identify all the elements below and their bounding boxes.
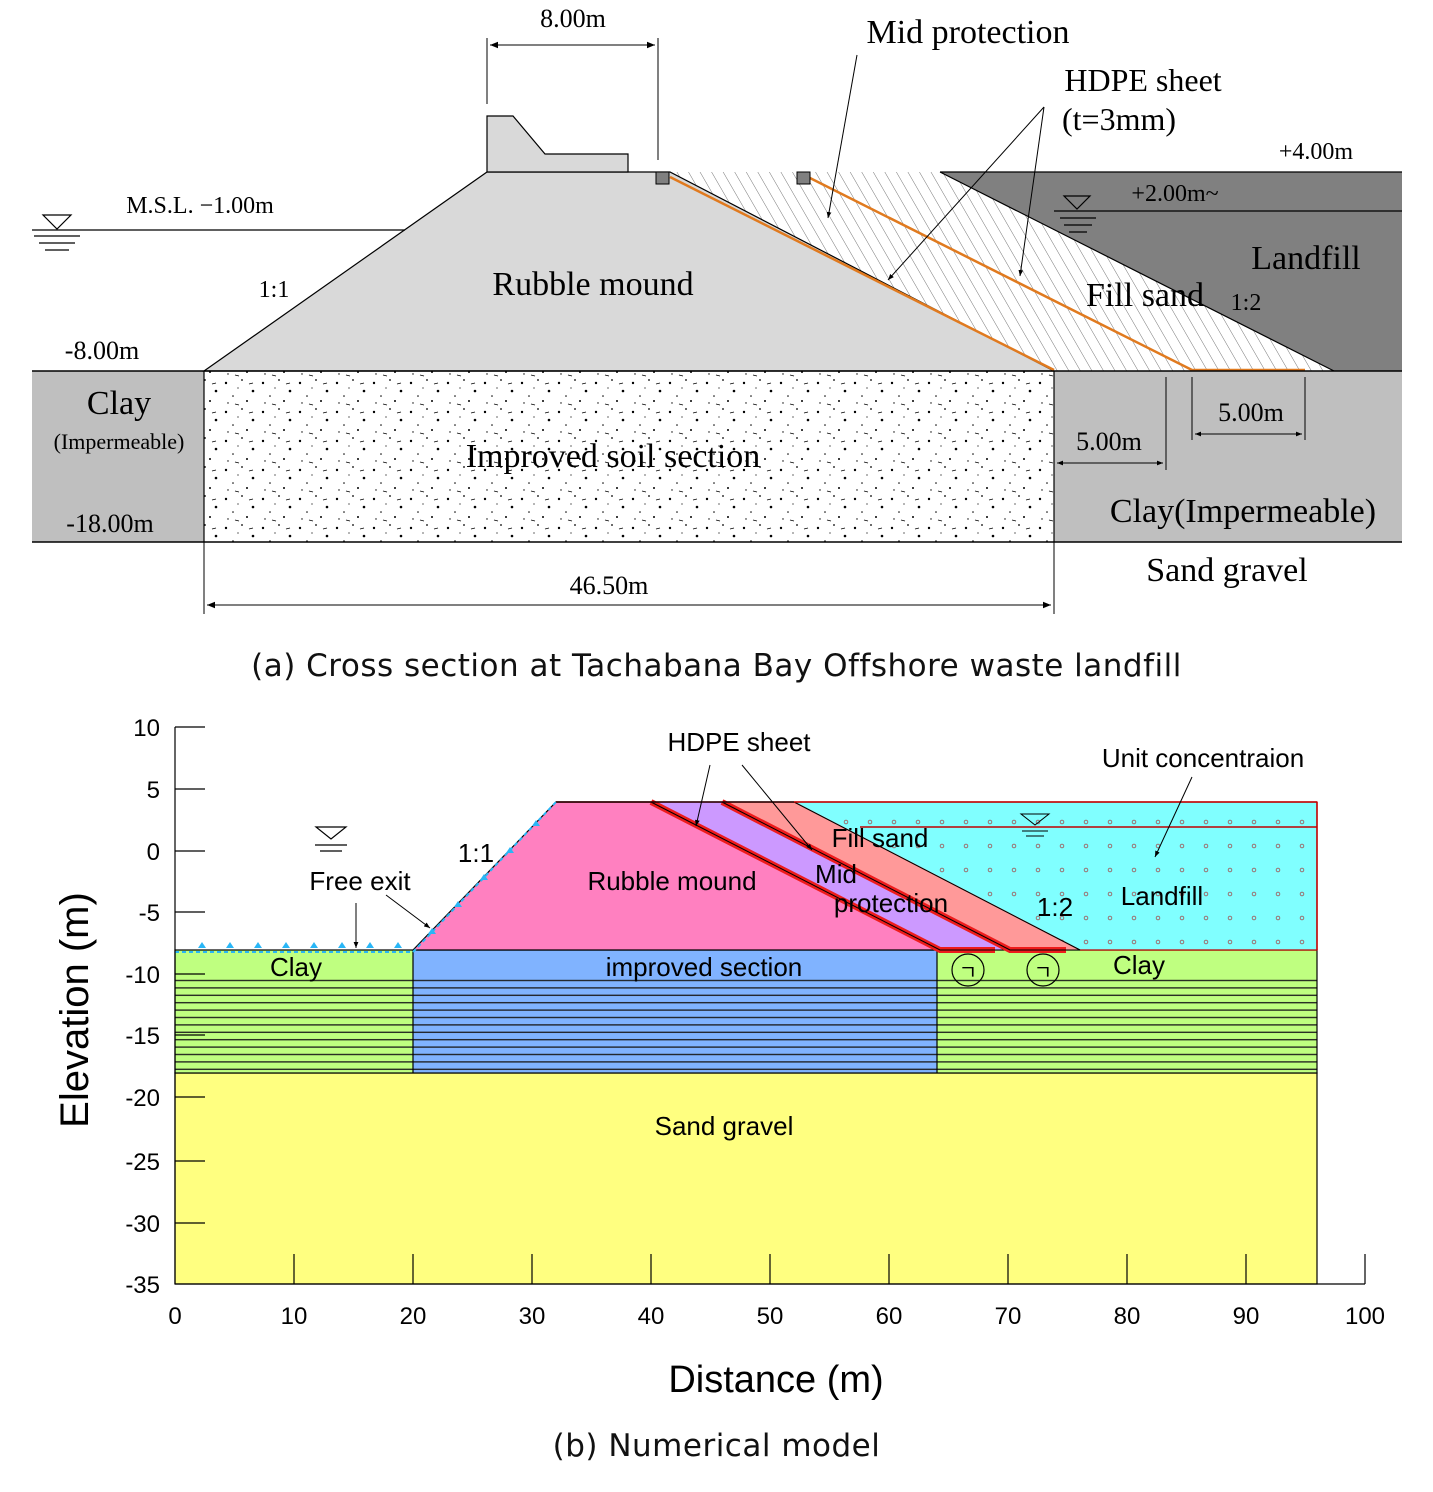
water-level-icon bbox=[1060, 195, 1096, 233]
dim-5b-label: 5.00m bbox=[1218, 398, 1284, 427]
panel-b-numerical-model: ㄱ ㄱ bbox=[53, 715, 1385, 1401]
crest-block-1 bbox=[655, 171, 670, 185]
y-tick-label: 0 bbox=[147, 839, 160, 866]
y-tick-label: 5 bbox=[147, 777, 160, 804]
sand-gravel-label: Sand gravel bbox=[1146, 552, 1307, 589]
landfill-label: Landfill bbox=[1251, 240, 1361, 277]
clay-right-label: Clay bbox=[1113, 950, 1165, 980]
water-level-icon bbox=[1019, 813, 1051, 837]
landfill-region bbox=[940, 172, 1402, 371]
y-tick-labels: 10 5 0 -5 -10 -15 -20 -25 -30 -35 bbox=[125, 715, 160, 1299]
x-tick-labels: 0 10 20 30 40 50 60 70 80 90 100 bbox=[168, 1303, 1385, 1330]
x-tick-label: 40 bbox=[638, 1303, 665, 1330]
marker-2-label: ㄱ bbox=[1034, 962, 1052, 984]
water-level-icon bbox=[314, 826, 348, 852]
x-tick-label: 100 bbox=[1345, 1303, 1385, 1330]
dim-width-label: 46.50m bbox=[570, 571, 649, 600]
y-tick-label: -5 bbox=[139, 900, 160, 927]
x-axis-title: Distance (m) bbox=[668, 1359, 883, 1401]
mid-protection-label: Mid protection bbox=[866, 14, 1069, 51]
y-tick-label: -30 bbox=[125, 1211, 160, 1238]
marker-circle-2 bbox=[1026, 953, 1060, 987]
marker-1-label: ㄱ bbox=[959, 962, 977, 984]
slope-left-label: 1:1 bbox=[458, 838, 494, 868]
unit-concentration-label: Unit concentraion bbox=[1102, 743, 1304, 773]
x-tick-label: 10 bbox=[281, 1303, 308, 1330]
free-exit-label: Free exit bbox=[309, 866, 411, 896]
dim-5a-label: 5.00m bbox=[1076, 427, 1142, 456]
panel-a-cross-section: 8.00m Mid protection HDPE sheet (t=3mm) … bbox=[32, 4, 1402, 614]
free-exit-markers bbox=[198, 820, 540, 948]
x-tick-label: 70 bbox=[995, 1303, 1022, 1330]
x-tick-label: 50 bbox=[757, 1303, 784, 1330]
marker-circle-1 bbox=[951, 953, 985, 987]
x-tick-label: 80 bbox=[1114, 1303, 1141, 1330]
mid-label: Mid bbox=[815, 859, 857, 889]
x-tick-label: 0 bbox=[168, 1303, 181, 1330]
x-tick-label: 90 bbox=[1233, 1303, 1260, 1330]
fill-sand-label: Fill sand bbox=[832, 823, 929, 853]
improved-soil-label: Improved soil section bbox=[466, 438, 761, 475]
clay-right-label: Clay(Impermeable) bbox=[1110, 493, 1376, 530]
y-tick-label: -15 bbox=[125, 1023, 160, 1050]
clay-left-label: Clay bbox=[270, 952, 322, 982]
protection-label: protection bbox=[834, 888, 948, 918]
hdpe-thickness-label: (t=3mm) bbox=[1062, 101, 1176, 137]
free-exit-boundary bbox=[175, 801, 557, 953]
x-tick-label: 20 bbox=[400, 1303, 427, 1330]
level-plus4-label: +4.00m bbox=[1279, 139, 1354, 165]
x-tick-label: 60 bbox=[876, 1303, 903, 1330]
crest-wall bbox=[486, 115, 629, 173]
level-minus8-label: -8.00m bbox=[65, 336, 139, 365]
dim-crest-label: 8.00m bbox=[540, 4, 606, 33]
y-tick-label: -25 bbox=[125, 1149, 160, 1176]
y-axis-title: Elevation (m) bbox=[53, 892, 97, 1128]
hdpe-sheet-label: HDPE sheet bbox=[1064, 62, 1221, 98]
caption-b: (b) Numerical model bbox=[552, 1428, 881, 1464]
improved-soil-region bbox=[204, 371, 1054, 542]
crest-block-2 bbox=[796, 171, 811, 185]
rubble-mound-label: Rubble mound bbox=[492, 266, 693, 303]
clay-right-region bbox=[1054, 371, 1402, 542]
y-tick-label: -20 bbox=[125, 1085, 160, 1112]
water-level-icon bbox=[34, 214, 80, 251]
hdpe-sheet-label: HDPE sheet bbox=[667, 727, 811, 757]
clay-left-sub-label: (Impermeable) bbox=[54, 429, 185, 454]
fill-sand-label: Fill sand bbox=[1086, 277, 1204, 314]
y-tick-label: 10 bbox=[133, 715, 160, 742]
landfill-label: Landfill bbox=[1121, 881, 1203, 911]
hdpe-sheet-1 bbox=[669, 175, 1055, 372]
slope-right-label: 1:2 bbox=[1231, 290, 1262, 316]
slope-left-label: 1:1 bbox=[259, 277, 290, 303]
clay-left-region bbox=[32, 371, 204, 542]
hdpe-sheet-2 bbox=[807, 175, 1305, 372]
axes bbox=[174, 726, 1366, 1285]
level-plus2-label: +2.00m~ bbox=[1131, 181, 1218, 207]
x-tick-label: 30 bbox=[519, 1303, 546, 1330]
improved-section-label: improved section bbox=[606, 952, 803, 982]
slope-right-label: 1:2 bbox=[1037, 892, 1073, 922]
y-tick-label: -10 bbox=[125, 962, 160, 989]
sand-gravel-region bbox=[174, 1072, 1318, 1285]
clay-left-label: Clay bbox=[87, 385, 151, 422]
sand-gravel-label: Sand gravel bbox=[655, 1111, 794, 1141]
fill-sand-region bbox=[670, 172, 1334, 371]
caption-a: (a) Cross section at Tachabana Bay Offsh… bbox=[251, 648, 1182, 684]
rubble-mound-label: Rubble mound bbox=[587, 866, 756, 896]
y-tick-label: -35 bbox=[125, 1272, 160, 1299]
level-minus18-label: -18.00m bbox=[66, 509, 153, 538]
msl-label: M.S.L. −1.00m bbox=[126, 193, 274, 219]
